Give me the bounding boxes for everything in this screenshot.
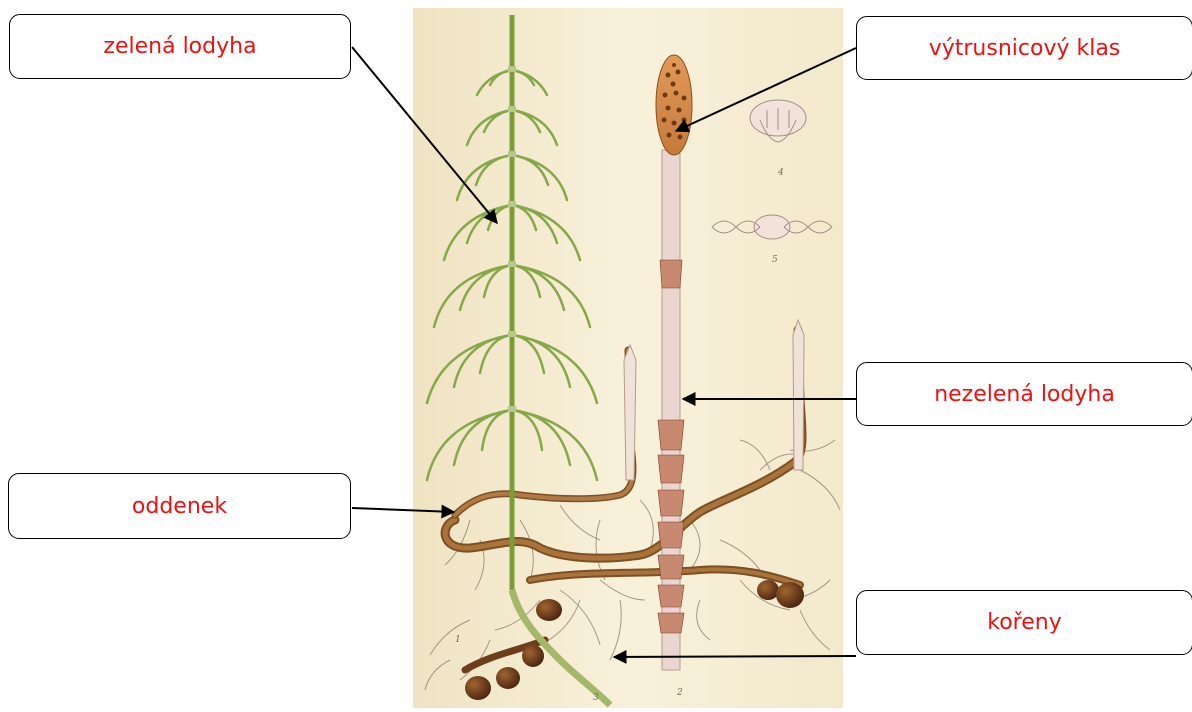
- figure-number-4: 4: [777, 168, 784, 178]
- arrow-roots: [614, 656, 856, 657]
- figure-number-3: 3: [593, 693, 599, 703]
- spore-cone: [656, 55, 692, 155]
- label-non-green-stem: nezelená lodyha: [856, 362, 1192, 426]
- figure-number-1: 1: [455, 635, 461, 645]
- figure-number-5: 5: [772, 255, 778, 265]
- label-rhizome: oddenek: [8, 473, 351, 539]
- label-spore-spike: výtrusnicový klas: [856, 16, 1192, 80]
- figure-number-2: 2: [676, 688, 683, 698]
- label-green-stem: zelená lodyha: [9, 14, 351, 79]
- label-roots: kořeny: [856, 590, 1192, 655]
